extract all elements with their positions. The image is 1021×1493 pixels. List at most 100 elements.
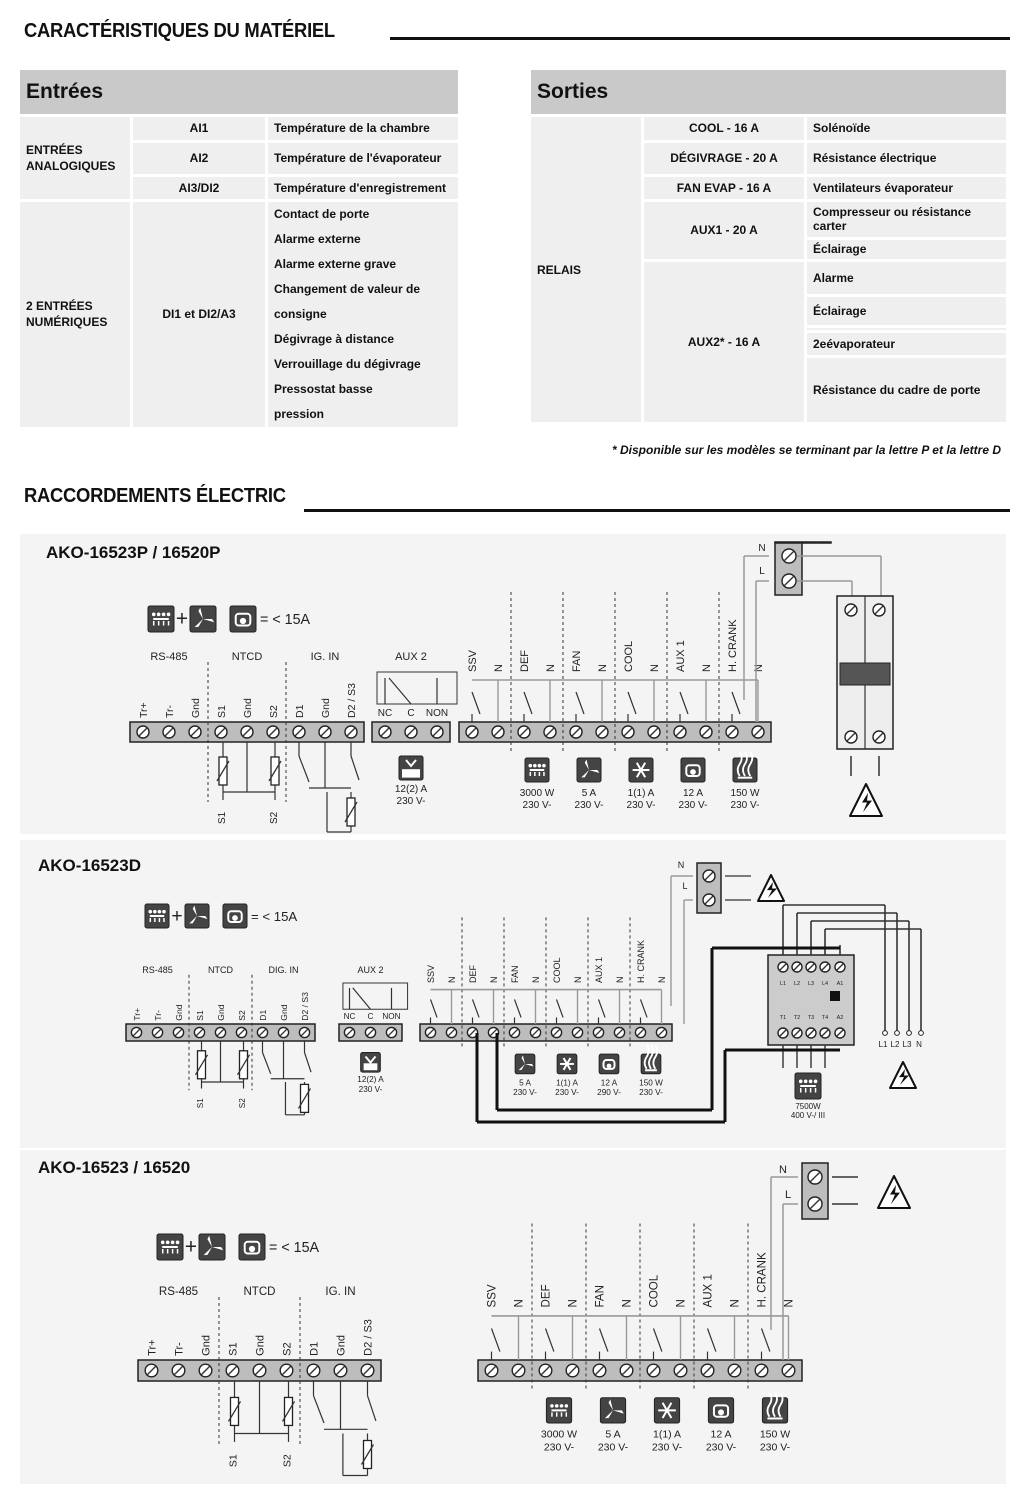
terminal-slot [195,1028,204,1037]
icon-part [564,1404,569,1408]
sensor-label: S2 [269,811,280,824]
relay-contact [679,691,689,715]
diagram-panel-base [20,1150,1006,1484]
electric-hazard-icon [849,783,883,817]
contactor-terminal-label: T3 [808,1015,814,1021]
output-desc: Résistance électrique [807,142,1006,174]
output-desc: 2eévaporateur [807,332,1006,355]
terminal-label: Gnd [320,698,332,718]
terminal-slot [545,727,555,737]
terminal-label: Gnd [174,1004,184,1020]
icon-part [813,1079,818,1084]
contactor-terminal-label: L4 [822,981,828,987]
inputs-title: Entrées [20,70,458,115]
output-code: COOL - 16 A [644,117,804,140]
sensor-label: S2 [282,1454,294,1467]
compressor-icon [707,1397,735,1424]
output-code: FAN EVAP - 16 A [644,176,804,199]
terminal-label: D1 [309,1342,321,1356]
load-rating: 1(1) A [653,1429,681,1441]
output-terminal-label: DEF [519,650,531,672]
terminal-label: Tr- [164,704,176,718]
load-rating: 12 A [683,788,703,799]
outputs-table: Sorties RELAIS COOL - 16 A Solénoïde DÉG… [528,67,1009,425]
group-label: DIG. IN [268,965,298,975]
output-terminal-label: AUX 1 [594,957,604,983]
defrost-icon [524,757,550,783]
terminal-slot [531,1028,540,1037]
terminal-slot [493,727,503,737]
output-terminal-label: H. CRANK [727,619,739,672]
terminal-label: Gnd [255,1335,267,1356]
load-rating: 3000 W [520,788,555,799]
sensor-label: S1 [228,1454,240,1467]
relay-label: RELAIS [531,117,641,422]
load-rating: 5 A [582,788,597,799]
group-label: AUX 2 [357,965,383,975]
icon-part [239,617,247,625]
output-desc: Compresseur ou résistance carter [807,201,1006,237]
terminal-slot [489,1028,498,1037]
output-terminal-label: N [545,664,557,672]
fan-icon [576,757,602,783]
output-terminal-label: DEF [468,964,478,983]
load-rating: 230 V- [760,1441,791,1453]
terminal-label: Gnd [201,1335,213,1356]
ntc-slash [360,1444,375,1465]
icon-part [156,612,161,617]
terminal-slot [200,1365,211,1376]
breaker-toggle [839,662,891,686]
model-title: AKO-16523 / 16520 [38,1158,191,1177]
terminal-slot [657,1028,666,1037]
output-code: DÉGIVRAGE - 20 A [644,142,804,174]
compressor-icon [229,605,257,633]
aux2-relay-outline [376,671,458,705]
terminal-slot [190,727,200,737]
output-terminal-label: N [730,1299,742,1307]
terminal-slot [675,1365,686,1376]
icon-part [175,1240,180,1245]
terminal-slot [153,1028,162,1037]
relay-contact [555,999,564,1018]
aux-icon [360,1051,381,1073]
output-terminal-label: COOL [623,641,635,672]
aux2-relay-outline [342,982,409,1010]
relay-contact [352,987,371,1010]
terminal-slot [164,727,174,737]
icon-part [690,769,696,775]
compressor-icon [598,1053,620,1075]
icon-part [581,770,589,778]
icon-part [198,607,203,619]
relay-contact [471,999,480,1018]
group-label: IG. IN [311,651,340,663]
icon-part [608,1399,613,1411]
contactor-terminal-label: L1 [780,981,786,987]
ntc-slash [297,1088,312,1109]
defrost-icon [156,1233,184,1261]
terminal-slot [320,727,330,737]
terminal-slot [227,1365,238,1376]
icon-part [562,1057,572,1071]
terminal-slot [486,1365,497,1376]
terminal-slot [146,1365,157,1376]
icon-part [521,1055,525,1064]
di-switch [261,1052,272,1075]
output-terminal-label: DEF [541,1284,553,1307]
output-desc: Alarme [807,261,1006,294]
icon-part [661,1402,673,1419]
phase-label: L1 [879,1040,888,1049]
load-rating: 12(2) A [357,1075,384,1084]
contactor-terminal-label: L3 [808,981,814,987]
heater-icon [761,1392,789,1424]
supply-label: L [785,1189,791,1201]
relay-contact [597,999,606,1018]
sensor-label: S1 [196,1098,205,1108]
terminal-slot [279,1028,288,1037]
relay-contact [706,1328,717,1352]
ntc-slash [281,1401,296,1422]
terminal-slot [821,963,829,971]
output-terminal-label: N [489,976,499,983]
load-rating: 290 V- [597,1088,621,1097]
icon-part [550,1404,554,1408]
phase-terminal [894,1030,900,1036]
